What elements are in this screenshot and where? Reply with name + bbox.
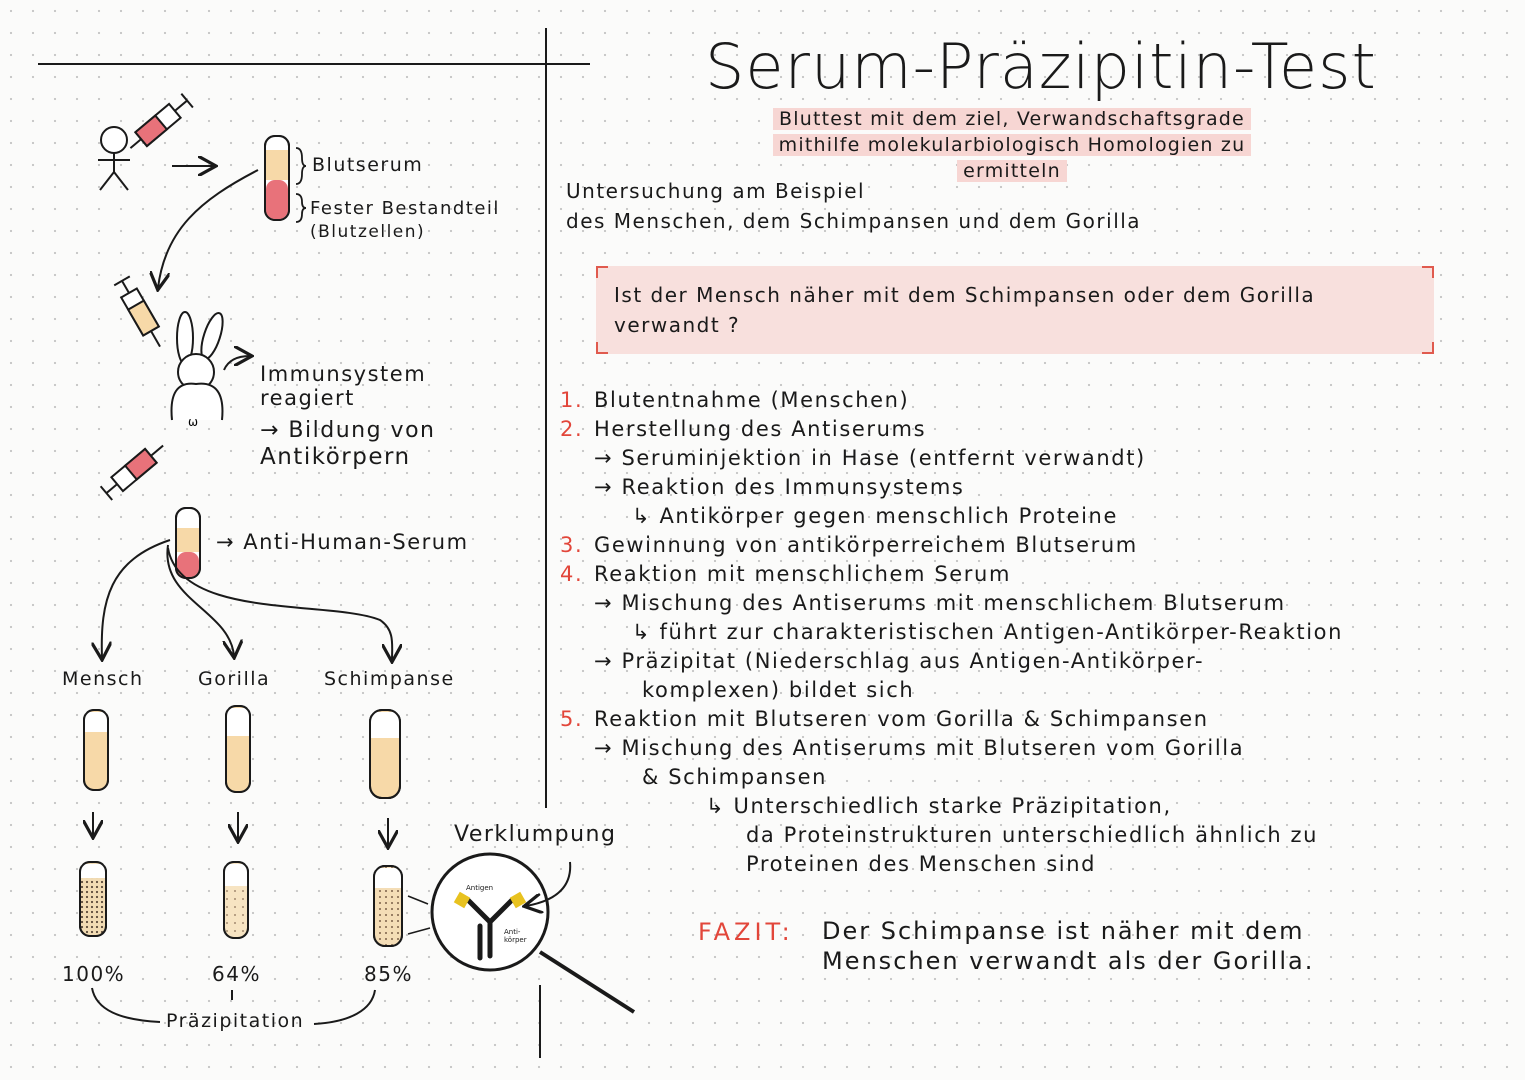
steps-list: 1. Blutentnahme (Menschen) 2. Herstellung d… <box>560 386 1343 879</box>
subtitle-line: ermitteln <box>957 160 1067 182</box>
step-line: 2. Herstellung des Antiserums <box>560 415 1343 444</box>
subtitle-line: mithilfe molekularbiologisch Homologien … <box>772 134 1252 156</box>
step-text: Proteinen des Menschen sind <box>746 852 1097 876</box>
label-verklumpung: Verklumpung <box>454 822 617 847</box>
label-antikoerpern: Antikörpern <box>260 444 411 470</box>
label-fester-bestandteil: Fester Bestandteil <box>310 198 500 219</box>
syringe-icon <box>99 444 164 501</box>
label-gorilla: Gorilla <box>198 668 271 690</box>
rabbit-figure <box>170 311 224 421</box>
question-line: Ist der Mensch näher mit dem Schimpansen… <box>614 283 1316 307</box>
label-schimpanse: Schimpanse <box>324 668 455 690</box>
tube-mensch-serum <box>83 709 109 791</box>
tube-antiserum <box>175 507 201 579</box>
step-number: 5. <box>560 707 584 731</box>
step-text: → Mischung des Antiserums mit Blutseren … <box>594 736 1245 760</box>
step-text: → Präzipitat (Niederschlag aus Antigen-A… <box>594 649 1205 673</box>
step-line: → Reaktion des Immunsystems <box>560 473 1343 502</box>
step-line: → Seruminjektion in Hase (entfernt verwa… <box>560 444 1343 473</box>
label-mensch: Mensch <box>62 668 144 690</box>
label-bildung-von: → Bildung von <box>260 418 436 443</box>
label-percent-mensch: 100% <box>62 962 126 986</box>
step-line: & Schimpansen <box>560 763 1343 792</box>
label-antikoerper: Anti-körper <box>504 928 527 944</box>
step-text: komplexen) bildet sich <box>642 678 915 702</box>
intro-line: des Menschen, dem Schimpansen und dem Go… <box>566 209 1142 233</box>
subtitle-line: Bluttest mit dem ziel, Verwandschaftsgra… <box>773 108 1251 130</box>
step-line: Proteinen des Menschen sind <box>560 850 1343 879</box>
fazit-line: Menschen verwandt als der Gorilla. <box>822 947 1315 975</box>
label-immunsystem: Immunsystem <box>260 362 427 386</box>
step-number: 2. <box>560 417 584 441</box>
step-number: 4. <box>560 562 584 586</box>
step-text: ↳ Antikörper gegen menschlich Proteine <box>632 504 1118 528</box>
person-figure <box>98 126 130 191</box>
step-number: 3. <box>560 533 584 557</box>
step-text: & Schimpansen <box>642 765 828 789</box>
question-line: verwandt ? <box>614 313 741 337</box>
tube-blood <box>264 135 290 221</box>
intro-line: Untersuchung am Beispiel <box>566 179 866 203</box>
intro-text: Untersuchung am Beispiel des Menschen, d… <box>566 176 1141 236</box>
step-text: Herstellung des Antiserums <box>594 417 927 441</box>
step-line: 3. Gewinnung von antikörperreichem Blutse… <box>560 531 1343 560</box>
svg-text:ω: ω <box>188 415 198 429</box>
step-text: Reaktion mit Blutseren vom Gorilla & Sch… <box>594 707 1209 731</box>
fazit-label: FAZIT: <box>698 918 794 946</box>
magnifier-icon <box>430 852 636 1014</box>
step-number: 1. <box>560 388 584 412</box>
step-line: 5. Reaktion mit Blutseren vom Gorilla & S… <box>560 705 1343 734</box>
fazit-text: Der Schimpanse ist näher mit dem Mensche… <box>822 916 1314 976</box>
step-text: → Seruminjektion in Hase (entfernt verwa… <box>594 446 1146 470</box>
step-text: → Mischung des Antiserums mit menschlich… <box>594 591 1286 615</box>
step-text: Reaktion mit menschlichem Serum <box>594 562 1012 586</box>
label-percent-schimpanse: 85% <box>364 962 413 986</box>
label-percent-gorilla: 64% <box>212 962 261 986</box>
label-antigen: Antigen <box>466 884 494 892</box>
tube-gorilla-serum <box>225 705 251 793</box>
step-line: 1. Blutentnahme (Menschen) <box>560 386 1343 415</box>
label-blutserum: Blutserum <box>312 154 424 176</box>
tube-schimpanse-serum <box>369 709 401 799</box>
step-line: komplexen) bildet sich <box>560 676 1343 705</box>
question-box: Ist der Mensch näher mit dem Schimpansen… <box>596 266 1434 354</box>
step-text: Gewinnung von antikörperreichem Blutseru… <box>594 533 1138 557</box>
step-text: → Reaktion des Immunsystems <box>594 475 965 499</box>
subtitle: Bluttest mit dem ziel, Verwandschaftsgra… <box>722 106 1302 184</box>
step-line: ↳ führt zur charakteristischen Antigen-A… <box>560 618 1343 647</box>
step-line: → Mischung des Antiserums mit Blutseren … <box>560 734 1343 763</box>
fazit-line: Der Schimpanse ist näher mit dem <box>822 917 1305 945</box>
tube-schimpanse-precipitate <box>373 865 403 947</box>
label-praezipitation: Präzipitation <box>166 1010 305 1032</box>
page-title: Serum-Präzipitin-Test <box>705 30 1377 103</box>
step-text: da Proteinstrukturen unterschiedlich ähn… <box>746 823 1319 847</box>
label-anti-human-serum: → Anti-Human-Serum <box>216 530 469 554</box>
step-text: ↳ Unterschiedlich starke Präzipitation, <box>706 794 1172 818</box>
step-line: da Proteinstrukturen unterschiedlich ähn… <box>560 821 1343 850</box>
tube-gorilla-precipitate <box>223 861 249 939</box>
antibody-icon <box>465 897 515 961</box>
tube-mensch-precipitate <box>79 861 107 937</box>
syringe-icon <box>129 93 194 149</box>
step-line: ↳ Antikörper gegen menschlich Proteine <box>560 502 1343 531</box>
label-blutzellen: (Blutzellen) <box>310 222 426 242</box>
step-line: → Mischung des Antiserums mit menschlich… <box>560 589 1343 618</box>
step-text: Blutentnahme (Menschen) <box>594 388 910 412</box>
step-text: ↳ führt zur charakteristischen Antigen-A… <box>632 620 1343 644</box>
label-reagiert: reagiert <box>260 386 355 410</box>
step-line: → Präzipitat (Niederschlag aus Antigen-A… <box>560 647 1343 676</box>
step-line: ↳ Unterschiedlich starke Präzipitation, <box>560 792 1343 821</box>
syringe-icon <box>113 275 161 348</box>
step-line: 4. Reaktion mit menschlichem Serum <box>560 560 1343 589</box>
